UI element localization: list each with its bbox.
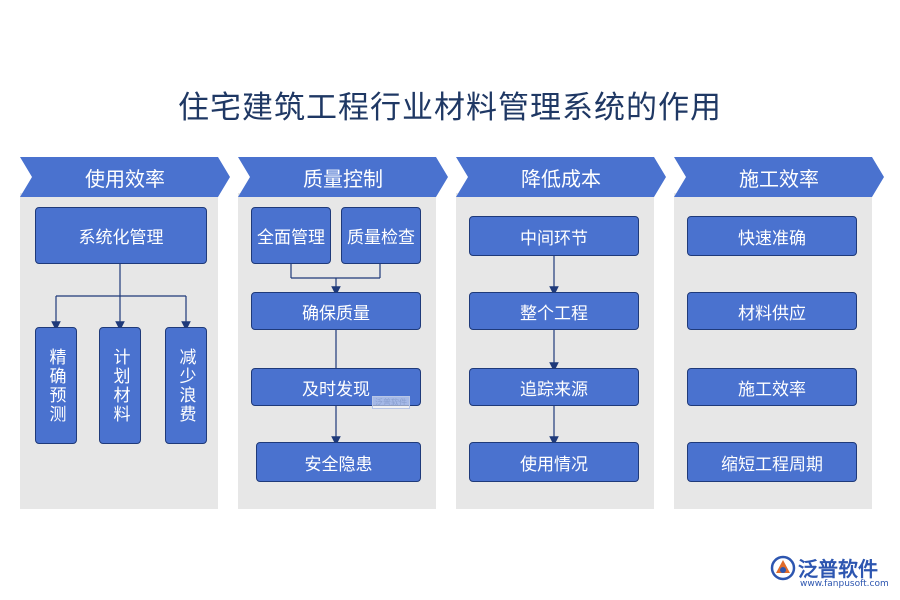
header-construction-efficiency: 施工效率 — [674, 157, 884, 197]
logo-name: 泛普软件 — [798, 557, 878, 581]
logo-icon — [770, 555, 796, 581]
box-fast-accurate: 快速准确 — [687, 216, 857, 256]
box-accurate-forecast: 精确预测 — [35, 327, 77, 444]
logo-url: www.fanpusoft.com — [800, 579, 889, 589]
header-quality-control: 质量控制 — [238, 157, 448, 197]
box-plan-materials: 计划材料 — [99, 327, 141, 444]
box-comprehensive-management: 全面管理 — [251, 207, 331, 264]
box-whole-project: 整个工程 — [469, 292, 639, 330]
box-safety-hazards: 安全隐患 — [256, 442, 421, 482]
brand-logo: 泛普软件 www.fanpusoft.com — [770, 553, 895, 593]
box-systematic-management: 系统化管理 — [35, 207, 207, 264]
box-material-supply: 材料供应 — [687, 292, 857, 330]
box-intermediate-links: 中间环节 — [469, 216, 639, 256]
box-usage-status: 使用情况 — [469, 442, 639, 482]
box-reduce-waste: 减少浪费 — [165, 327, 207, 444]
box-trace-source: 追踪来源 — [469, 368, 639, 406]
diagram-title: 住宅建筑工程行业材料管理系统的作用 — [178, 90, 722, 126]
box-construction-efficiency: 施工效率 — [687, 368, 857, 406]
box-quality-inspection: 质量检查 — [341, 207, 421, 264]
box-ensure-quality: 确保质量 — [251, 292, 421, 330]
header-usage-efficiency: 使用效率 — [20, 157, 230, 197]
header-cost-reduction: 降低成本 — [456, 157, 666, 197]
box-shorten-cycle: 缩短工程周期 — [687, 442, 857, 482]
watermark: 泛普软件 — [372, 396, 410, 409]
